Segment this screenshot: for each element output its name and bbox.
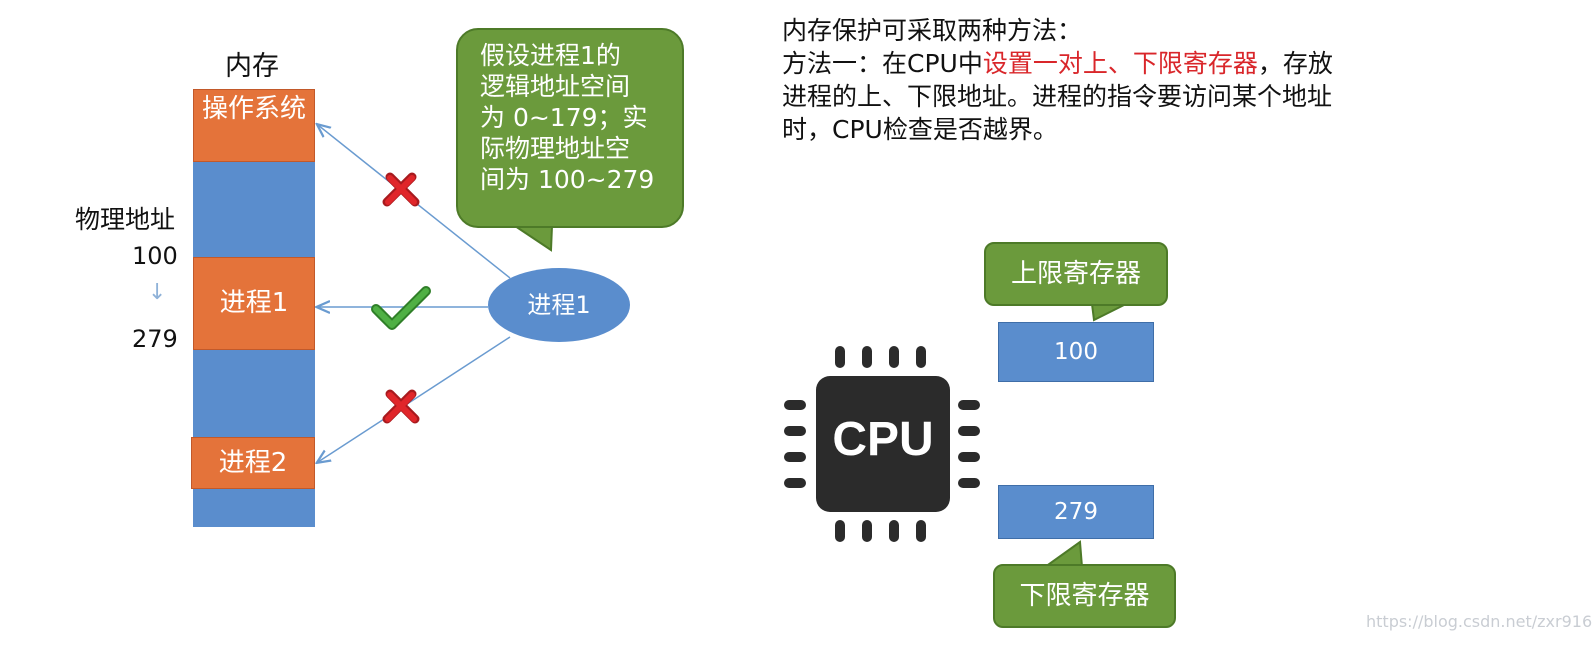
cross-icon — [382, 172, 420, 207]
physical-address-end: 279 — [132, 325, 178, 353]
bubble-line: 为 0~179；实 — [480, 103, 648, 132]
memory-block-free-2 — [193, 350, 315, 437]
physical-address-start: 100 — [132, 242, 178, 270]
assumption-bubble: 假设进程1的 逻辑地址空间 为 0~179；实 际物理地址空 间为 100~27… — [456, 28, 684, 228]
description-line4: 时，CPU检查是否越界。 — [782, 115, 1058, 144]
upper-register-value: 100 — [1054, 339, 1098, 365]
watermark: https://blog.csdn.net/zxr916 — [1366, 612, 1593, 631]
process1-node-label: 进程1 — [527, 291, 591, 319]
physical-address-label: 物理地址 — [75, 205, 176, 234]
memory-block-process2-label: 进程2 — [218, 448, 288, 478]
description-line2-suffix: ，存放 — [1257, 49, 1333, 78]
lower-register-label: 下限寄存器 — [1019, 581, 1150, 611]
memory-title: 内存 — [225, 51, 279, 82]
description: 内存保护可采取两种方法： 方法一：在CPU中设置一对上、下限寄存器，存放 进程的… — [782, 14, 1333, 146]
description-highlight: 设置一对上、下限寄存器 — [982, 49, 1258, 78]
memory-block-os: 操作系统 — [193, 89, 315, 162]
description-line1: 内存保护可采取两种方法： — [782, 16, 1083, 45]
cpu-chip-icon — [784, 346, 980, 542]
check-icon — [371, 286, 431, 330]
description-line2-prefix: 方法一：在CPU中 — [782, 49, 983, 78]
upper-tag-tail — [1090, 303, 1127, 322]
description-line2: 方法一：在CPU中设置一对上、下限寄存器，存放 — [782, 47, 1333, 80]
memory-block-free-1 — [193, 162, 315, 257]
bubble-tail — [511, 225, 554, 252]
cpu-label: CPU — [832, 413, 934, 466]
bubble-line: 假设进程1的 — [480, 41, 621, 70]
upper-register-box: 100 — [998, 322, 1154, 382]
upper-register-tag: 上限寄存器 — [984, 242, 1168, 306]
memory-block-process1-label: 进程1 — [219, 288, 289, 318]
process1-node: 进程1 — [488, 268, 630, 342]
lower-register-box: 279 — [998, 485, 1154, 539]
upper-register-label: 上限寄存器 — [1010, 259, 1141, 289]
memory-block-free-3 — [193, 489, 315, 527]
bubble-line: 间为 100~279 — [480, 165, 655, 194]
lower-register-tag: 下限寄存器 — [993, 564, 1176, 628]
memory-block-process2: 进程2 — [191, 437, 315, 489]
lower-register-value: 279 — [1054, 499, 1098, 525]
cross-icon — [382, 389, 420, 424]
memory-block-os-label: 操作系统 — [201, 94, 306, 124]
memory-block-process1: 进程1 — [193, 257, 315, 350]
arrow-to-process2 — [318, 336, 511, 462]
bubble-line: 际物理地址空 — [480, 134, 631, 163]
down-arrow-icon: ↓ — [148, 280, 167, 305]
bubble-line: 逻辑地址空间 — [480, 72, 631, 101]
description-line3: 进程的上、下限地址。进程的指令要访问某个地址 — [782, 82, 1333, 111]
